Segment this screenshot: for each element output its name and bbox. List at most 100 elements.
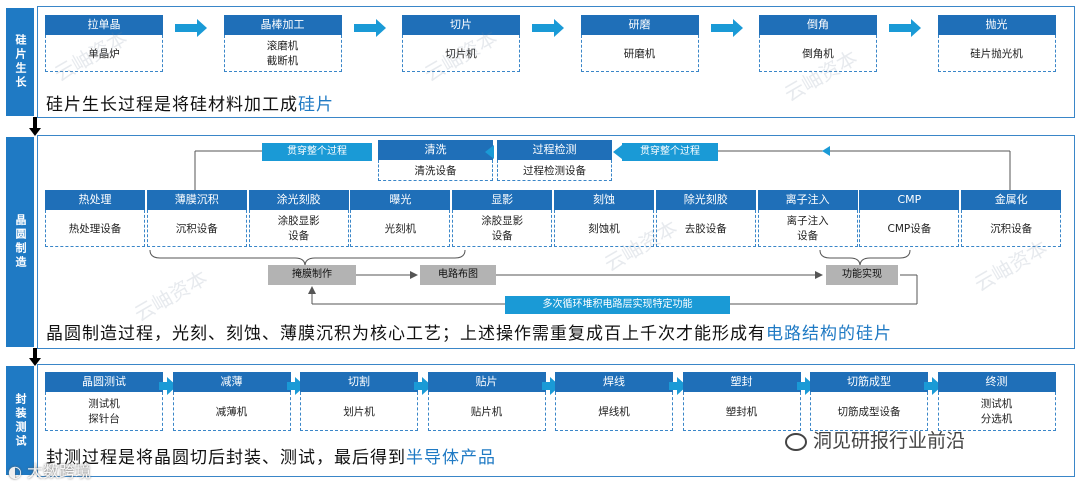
fab-step-name: 刻蚀 (554, 190, 654, 210)
growth-summary: 硅片生长过程是将硅材料加工成硅片 (46, 90, 334, 115)
fab-step: 曝光光刻机 (350, 190, 451, 247)
inspect-step-equipment: 过程检测设备 (497, 160, 612, 181)
fab-step-equipment: CMP设备 (859, 210, 960, 247)
inspect-step-name: 过程检测 (497, 140, 612, 160)
growth-step-equipment: 研磨机 (580, 35, 699, 72)
summary-accent: 半导体产品 (406, 448, 496, 468)
growth-step: 晶棒加工滚磨机 截断机 (223, 15, 342, 72)
section-label-fab: 晶圆制造 (6, 137, 34, 347)
growth-step-equipment: 硅片抛光机 (937, 35, 1056, 72)
pack-step-name: 塑封 (682, 372, 801, 392)
pack-step-name: 减薄 (172, 372, 291, 392)
pack-step-name: 切筋成型 (810, 372, 928, 392)
growth-step-equipment: 滚磨机 截断机 (223, 35, 342, 72)
fab-step: 薄膜沉积沉积设备 (146, 190, 247, 247)
pack-flow-arrow (286, 375, 305, 395)
pack-step: 塑封塑封机 (682, 372, 801, 431)
growth-step-name: 拉单晶 (45, 15, 163, 35)
fab-step: 金属化沉积设备 (961, 190, 1062, 247)
function-realization: 功能实现 (826, 265, 898, 285)
down-arrow-1-head (29, 128, 41, 136)
clean-step-equipment: 清洗设备 (378, 160, 493, 181)
pack-step: 晶圆测试测试机 探针台 (45, 372, 163, 431)
clean-step: 清洗 清洗设备 (378, 140, 493, 181)
pack-step: 焊线焊线机 (555, 372, 673, 431)
fab-step-equipment: 沉积设备 (146, 210, 247, 247)
summary-accent: 电路结构的硅片 (766, 324, 892, 344)
summary-text: 硅片生长过程是将硅材料加工成 (46, 95, 298, 115)
pack-step-name: 焊线 (555, 372, 673, 392)
pack-step: 减薄减薄机 (172, 372, 291, 431)
fab-step: 热处理热处理设备 (45, 190, 145, 247)
pack-flow-arrow (669, 375, 687, 395)
fab-step-name: 离子注入 (757, 190, 858, 210)
fab-step-equipment: 刻蚀机 (554, 210, 654, 247)
pack-step-name: 切割 (300, 372, 418, 392)
pack-flow-arrow (414, 375, 432, 395)
fab-step: 涂光刻胶涂胶显影 设备 (248, 190, 349, 247)
growth-step-name: 晶棒加工 (223, 15, 342, 35)
pack-flow-arrow (159, 375, 177, 395)
fab-step-equipment: 离子注入 设备 (757, 210, 858, 247)
pack-step-equipment: 测试机 分选机 (937, 392, 1056, 431)
fab-step: 显影涂胶显影 设备 (452, 190, 553, 247)
section-label-pack: 封装测试 (6, 366, 34, 475)
fab-step-name: CMP (859, 190, 960, 210)
fab-step: 刻蚀刻蚀机 (554, 190, 654, 247)
growth-step: 倒角倒角机 (759, 15, 877, 72)
fab-step-name: 曝光 (350, 190, 451, 210)
fab-step-name: 显影 (452, 190, 553, 210)
pack-step-equipment: 焊线机 (555, 392, 673, 431)
pack-step-equipment: 切筋成型设备 (810, 392, 928, 431)
down-arrow-2 (33, 348, 37, 360)
pack-step: 切割划片机 (300, 372, 418, 431)
summary-accent: 硅片 (298, 95, 334, 115)
down-arrow-2-head (29, 358, 41, 366)
fab-step-equipment: 涂胶显影 设备 (452, 210, 553, 247)
pack-flow-arrow (924, 375, 942, 395)
brand-text: 大数跨境 (27, 462, 92, 481)
growth-flow-arrow (353, 17, 386, 37)
growth-flow-arrow (175, 17, 207, 37)
wechat-icon (785, 432, 807, 451)
pack-step-equipment: 减薄机 (172, 392, 291, 431)
section-label-growth: 硅片生长 (6, 8, 34, 116)
growth-step-name: 抛光 (937, 15, 1056, 35)
source-text: 洞见研报行业前沿 (813, 430, 966, 452)
brand-logo-icon: ◐ (8, 462, 28, 481)
growth-step-name: 研磨 (580, 15, 699, 35)
pack-step-name: 贴片 (427, 372, 546, 392)
loop-note: 多次循环堆积电路层实现特定功能 (505, 296, 730, 314)
growth-step-name: 倒角 (759, 15, 877, 35)
growth-step: 切片切片机 (402, 15, 520, 72)
fab-step: 离子注入离子注入 设备 (757, 190, 858, 247)
pack-step-equipment: 塑封机 (682, 392, 801, 431)
growth-step-equipment: 切片机 (402, 35, 520, 72)
fab-step-name: 热处理 (45, 190, 145, 210)
fab-step-name: 薄膜沉积 (146, 190, 247, 210)
pack-step-equipment: 测试机 探针台 (45, 392, 163, 431)
growth-step: 研磨研磨机 (580, 15, 699, 72)
pack-step-name: 终测 (937, 372, 1056, 392)
summary-text: 封测过程是将晶圆切后封装、测试，最后得到 (46, 448, 406, 468)
pack-step: 贴片贴片机 (427, 372, 546, 431)
pack-step-name: 晶圆测试 (45, 372, 163, 392)
fab-step: 除光刻胶去胶设备 (655, 190, 756, 247)
fab-step-name: 除光刻胶 (655, 190, 756, 210)
mask-making: 掩膜制作 (268, 265, 356, 285)
growth-step-equipment: 单晶炉 (45, 35, 163, 72)
through-process-left: 贯穿整个过程 (262, 143, 372, 161)
brand-watermark: ◐ 大数跨境 (8, 458, 91, 482)
fab-step-name: 金属化 (961, 190, 1062, 210)
pack-step-equipment: 贴片机 (427, 392, 546, 431)
fab-summary: 晶圆制造过程，光刻、刻蚀、薄膜沉积为核心工艺；上述操作需重复成百上千次才能形成有… (46, 319, 892, 344)
inspect-step: 过程检测 过程检测设备 (497, 140, 612, 181)
fab-step-equipment: 光刻机 (350, 210, 451, 247)
growth-step-name: 切片 (402, 15, 520, 35)
pack-flow-arrow (796, 375, 815, 395)
pack-step: 切筋成型切筋成型设备 (810, 372, 928, 431)
fab-step-equipment: 涂胶显影 设备 (248, 210, 349, 247)
pack-summary: 封测过程是将晶圆切后封装、测试，最后得到半导体产品 (46, 443, 496, 468)
through-process-right: 贯穿整个过程 (622, 143, 718, 161)
